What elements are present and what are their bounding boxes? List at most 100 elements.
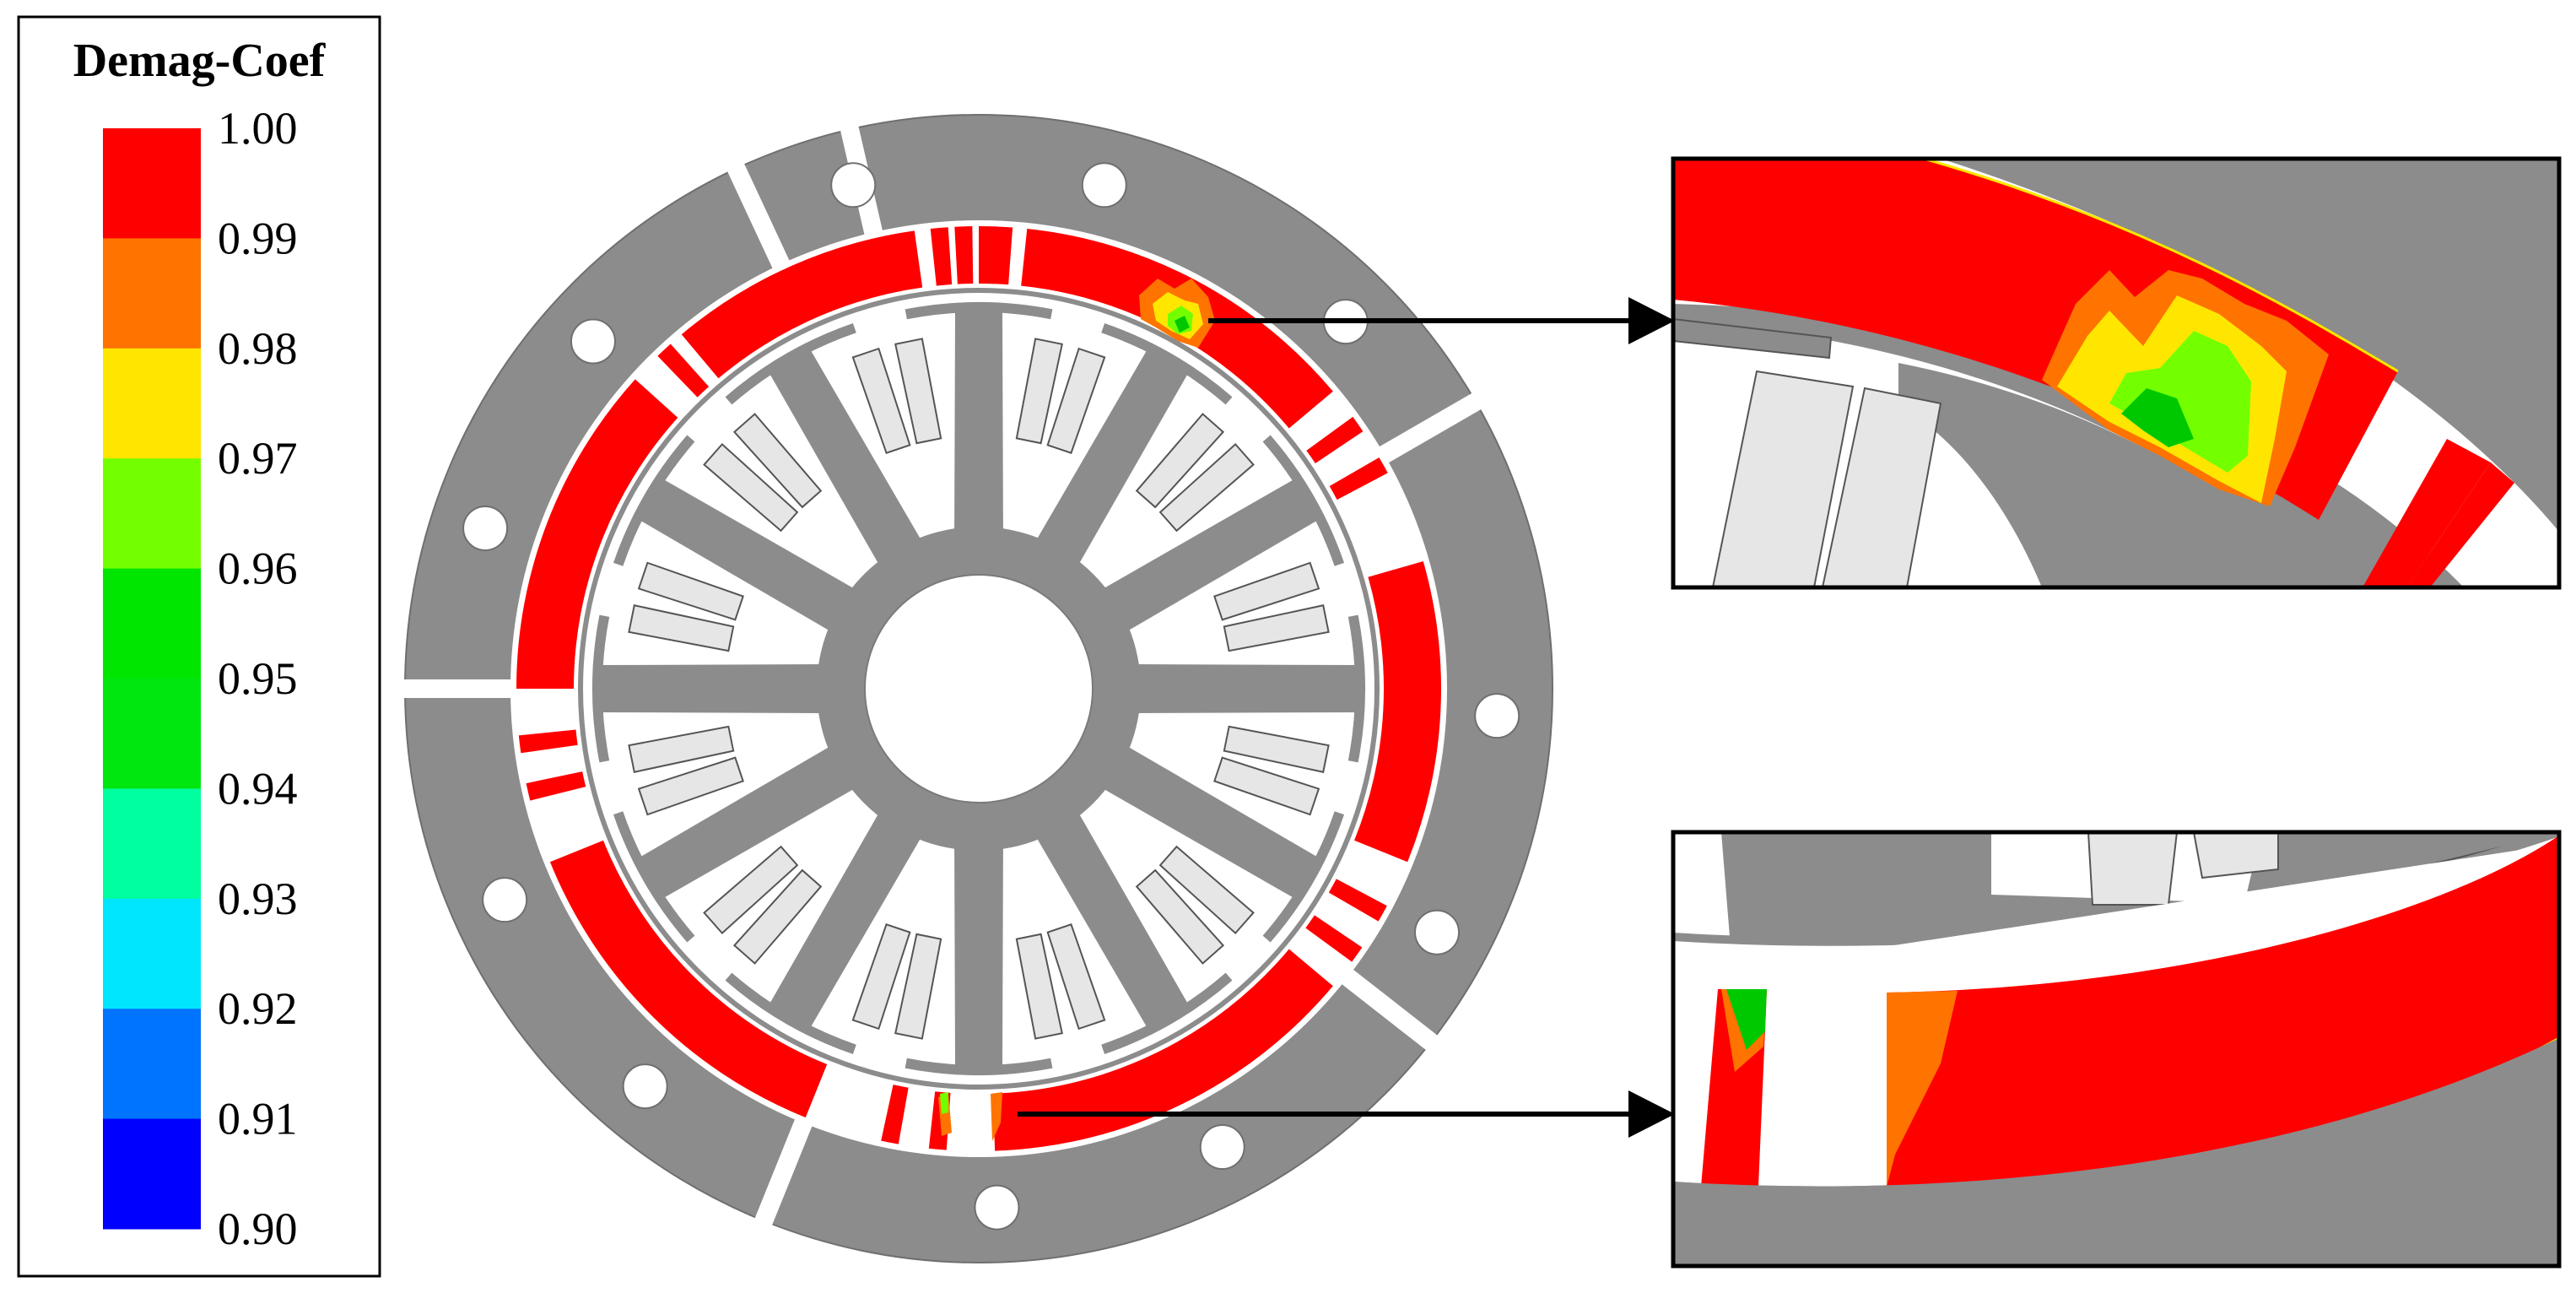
- coil-side: [1046, 923, 1106, 1031]
- mounting-hole: [1199, 1124, 1245, 1171]
- magnet-bar: [992, 226, 1013, 285]
- legend-tick-label: 1.00: [218, 103, 298, 154]
- magnet-bar: [526, 771, 586, 801]
- motor-cross-section: [397, 114, 1553, 1263]
- coil-side: [1158, 442, 1255, 533]
- legend-tick-label: 0.92: [218, 983, 298, 1034]
- legend-band: [103, 238, 201, 349]
- coil-side: [1015, 338, 1063, 445]
- magnet-bar: [1305, 915, 1363, 962]
- coil-side: [1046, 347, 1106, 454]
- color-legend: Demag-Coef 1.000.990.980.970.960.950.940…: [17, 15, 381, 1278]
- tooth-tip: [1101, 972, 1233, 1055]
- mounting-holes: [462, 162, 1520, 1231]
- tooth-tip: [725, 972, 856, 1055]
- mounting-hole: [482, 877, 528, 923]
- tooth-tip: [613, 811, 695, 943]
- stator-tooth: [633, 744, 858, 902]
- mounting-hole: [1474, 693, 1520, 739]
- zoom-window-bottom: [1671, 830, 2562, 1269]
- stator-tooth: [765, 809, 923, 1035]
- stator-tooth: [954, 842, 1003, 1075]
- legend-band: [103, 1009, 201, 1120]
- magnet-bar: [954, 226, 974, 284]
- magnet-bar: [1306, 416, 1364, 463]
- coil-side: [732, 868, 823, 965]
- coil-side: [1213, 561, 1320, 621]
- arrow-to-bottom-zoom: [1018, 1090, 1675, 1138]
- legend-band: [103, 788, 201, 900]
- coil-side: [1223, 725, 1330, 773]
- legend-tick-label: 0.98: [218, 323, 298, 374]
- frame-slot: [724, 156, 792, 273]
- tooth-tip: [1262, 811, 1345, 943]
- demag-hotspot-top: [1139, 279, 1215, 348]
- coil-side: [703, 845, 799, 935]
- stator-tooth: [954, 302, 1003, 535]
- magnet-bar: [1329, 457, 1388, 500]
- legend-tick-label: 0.94: [218, 763, 298, 814]
- coil-side: [1135, 413, 1225, 509]
- legend-band: [103, 458, 201, 570]
- legend-tick-label: 0.99: [218, 213, 298, 263]
- coil-side: [1015, 933, 1063, 1040]
- stator-tooth: [1099, 744, 1325, 902]
- shaft-bore: [864, 574, 1094, 803]
- tooth-tip: [1101, 322, 1233, 405]
- tooth-tip: [1262, 435, 1345, 566]
- frame-slot: [1374, 389, 1488, 466]
- stator-tooth: [1132, 664, 1365, 713]
- coil-side: [637, 561, 744, 621]
- coil-side: [1223, 604, 1330, 652]
- stator-coils: [628, 338, 1330, 1040]
- zoom-window-top: [1671, 156, 2562, 590]
- tooth-tip: [725, 322, 856, 405]
- magnet-bar: [1328, 879, 1387, 922]
- stator-tooth: [1099, 475, 1325, 633]
- legend-tick-label: 0.95: [218, 653, 298, 704]
- tooth-tip: [613, 435, 695, 566]
- coil-side: [628, 725, 735, 773]
- mounting-hole: [830, 162, 877, 208]
- mounting-hole: [462, 505, 509, 551]
- coil-side: [851, 347, 911, 454]
- mounting-hole: [570, 318, 616, 365]
- legend-band: [103, 128, 201, 239]
- coil-side: [894, 338, 942, 445]
- tooth-tip: [905, 302, 1053, 320]
- stator-tooth: [633, 475, 858, 633]
- tooth-tip: [591, 614, 610, 763]
- stator-teeth: [591, 302, 1365, 1075]
- coil-side: [703, 442, 799, 533]
- frame-slot: [752, 1113, 814, 1232]
- coil-side: [1158, 845, 1255, 935]
- legend-title: Demag-Coef: [73, 35, 327, 87]
- legend-tick-labels: 1.000.990.980.970.960.950.940.930.920.91…: [218, 103, 298, 1254]
- magnet-bar: [979, 226, 997, 284]
- coil-side: [637, 756, 744, 816]
- magnet-segment: [992, 949, 1333, 1151]
- demag-hotspot-bottom: [938, 1092, 1002, 1141]
- legend-band: [103, 1118, 201, 1230]
- stator-tooth: [592, 664, 825, 713]
- mounting-hole: [974, 1184, 1020, 1231]
- legend-tick-label: 0.90: [218, 1204, 298, 1254]
- coil-side: [894, 933, 942, 1040]
- legend-tick-label: 0.97: [218, 433, 298, 484]
- magnet-segment: [1354, 560, 1441, 863]
- legend-band: [103, 348, 201, 459]
- legend-color-bands: [103, 128, 201, 1230]
- arrow-to-top-zoom: [1208, 297, 1675, 344]
- stator-air-gap-line: [578, 288, 1380, 1090]
- magnet-bar: [518, 729, 578, 754]
- tooth-tip: [905, 1058, 1053, 1075]
- mounting-hole: [1081, 162, 1127, 208]
- stator-tooth: [1034, 809, 1192, 1035]
- coil-side: [1213, 756, 1320, 816]
- stator-tooth: [1034, 343, 1192, 568]
- magnet-bar: [881, 1085, 909, 1144]
- coil-side: [732, 413, 823, 509]
- magnet-segment: [681, 230, 923, 379]
- coil-side: [628, 604, 735, 652]
